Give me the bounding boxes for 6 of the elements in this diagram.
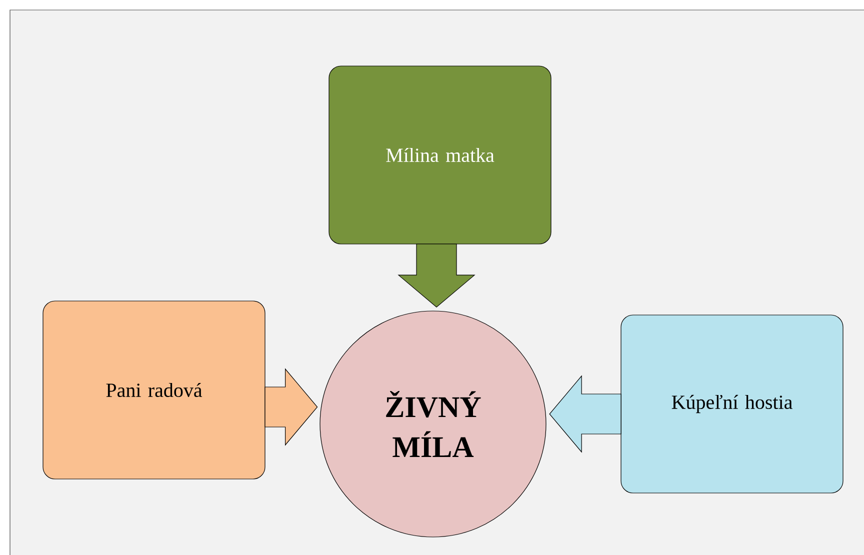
process-box: Kúpeľní hostia bbox=[620, 314, 844, 494]
block-arrow bbox=[398, 244, 476, 308]
process-box: Mílina matka bbox=[328, 66, 552, 244]
block-arrow bbox=[549, 375, 622, 453]
block-arrow bbox=[264, 368, 318, 446]
process-box: Pani radová bbox=[42, 300, 266, 480]
